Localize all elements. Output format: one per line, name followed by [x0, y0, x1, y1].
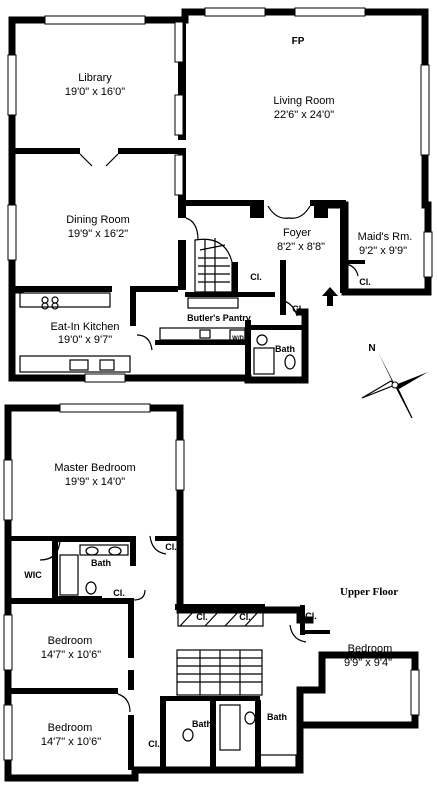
main-staircase: [194, 238, 233, 293]
maids-room-name: Maid's Rm.: [358, 231, 413, 243]
fireplace-label: FP: [292, 36, 305, 47]
linen-closet-1-label: Cl.: [196, 612, 208, 622]
upper-floor-title: Upper Floor: [340, 586, 398, 598]
butlers-pantry-label: Butler's Pantry: [187, 313, 251, 323]
maids-closet-label: Cl.: [359, 277, 371, 287]
living-room-dims: 22'6" x 24'0": [274, 109, 334, 121]
master-bedroom-dims: 19'9" x 14'0": [65, 476, 125, 488]
main-floor: FP Library 19'0" x 16'0" Living Room 22'…: [7, 7, 433, 384]
compass-rose: N: [361, 343, 428, 419]
hall-closet-label: Cl.: [113, 588, 125, 598]
bedroom-3-closet-label: Cl.: [148, 739, 160, 749]
washer-dryer-label: W/D: [232, 336, 244, 342]
dining-room-dims: 19'9" x 16'2": [68, 228, 128, 240]
maids-room-dims: 9'2" x 9'9": [359, 245, 407, 257]
upper-floor: Master Bedroom 19'9" x 14'0" Bedroom 14'…: [3, 403, 420, 782]
dining-room-name: Dining Room: [66, 214, 130, 226]
bedroom-1-name: Bedroom: [48, 635, 93, 647]
bedroom-2-dims: 9'9" x 9'4": [344, 657, 392, 669]
bedroom-2-name: Bedroom: [348, 643, 393, 655]
hall-bath-label: Bath: [192, 719, 212, 729]
upper-staircase: [176, 649, 263, 696]
bedroom-3-dims: 14'7" x 10'6": [41, 736, 101, 748]
master-bath-label: Bath: [91, 558, 111, 568]
foyer-name: Foyer: [283, 227, 311, 239]
living-room-name: Living Room: [273, 95, 334, 107]
stair-closet-label: Cl.: [250, 272, 262, 282]
foyer-closet-label: Cl.: [292, 304, 304, 314]
linen-closet-2-label: Cl.: [239, 612, 251, 622]
foyer-dims: 8'2" x 8'8": [277, 241, 325, 253]
library-name: Library: [78, 72, 112, 84]
kitchen-dims: 19'0" x 9'7": [58, 334, 112, 346]
library-dims: 19'0" x 16'0": [65, 86, 125, 98]
bedroom-1-dims: 14'7" x 10'6": [41, 649, 101, 661]
kitchen-name: Eat-In Kitchen: [50, 321, 119, 333]
bedroom-2-bath-label: Bath: [267, 712, 287, 722]
entry-arrow-icon: [322, 287, 338, 306]
master-closet-label: Cl.: [165, 542, 177, 552]
master-bedroom-name: Master Bedroom: [54, 462, 135, 474]
main-bath-label: Bath: [275, 344, 295, 354]
compass-north-label: N: [368, 343, 375, 354]
bedroom-2-closet-label: Cl.: [305, 611, 317, 621]
bedroom-3-name: Bedroom: [48, 722, 93, 734]
wic-label: WIC: [24, 570, 42, 580]
